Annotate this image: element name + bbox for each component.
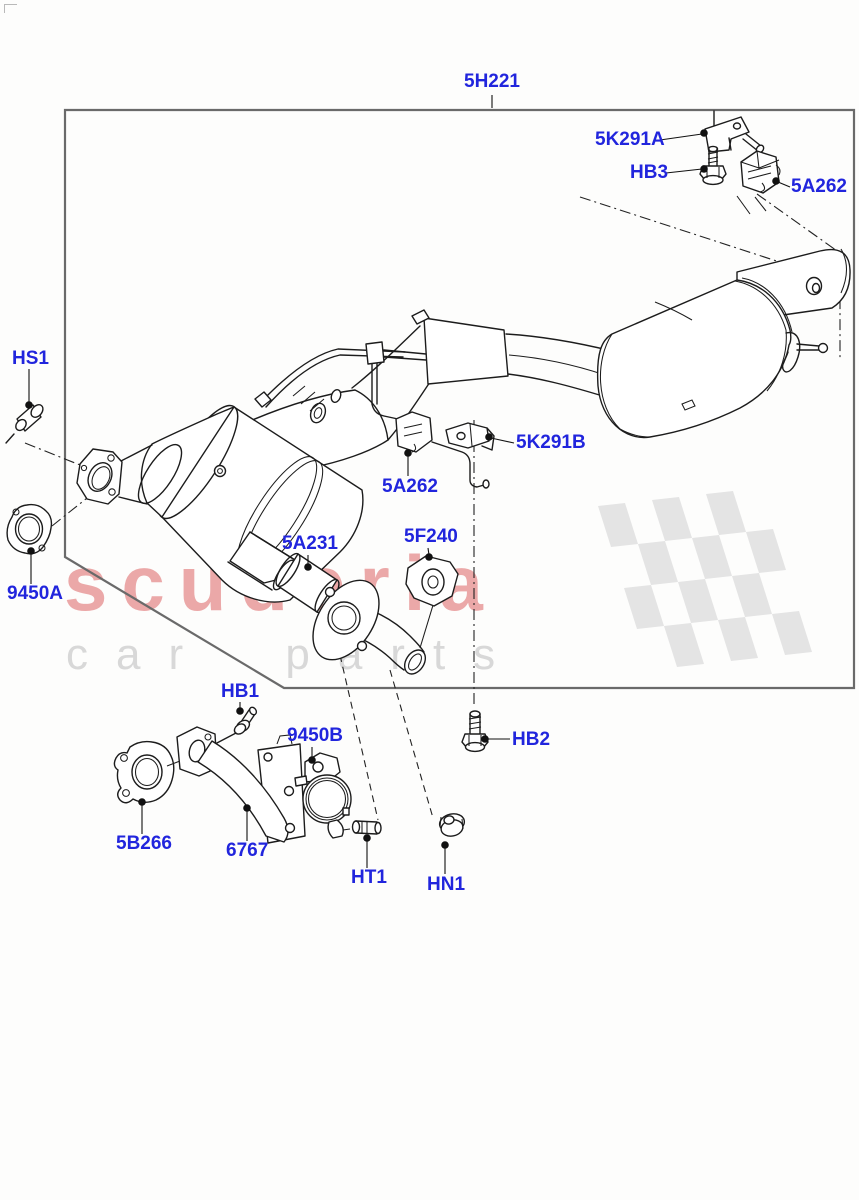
hs1-bolt xyxy=(5,404,44,444)
ht1-stud xyxy=(342,820,382,835)
part-label-HS1[interactable]: HS1 xyxy=(12,348,49,369)
gasket-5b266 xyxy=(113,740,181,804)
part-label-9450A[interactable]: 9450A xyxy=(7,583,63,604)
middle-hanger-assembly xyxy=(395,411,495,489)
page-corner-mark xyxy=(4,4,17,13)
part-label-HB2[interactable]: HB2 xyxy=(512,729,551,750)
bracket-6767 xyxy=(176,726,306,844)
catalytic-converter-drawing xyxy=(76,309,509,675)
gasket-9450a xyxy=(6,503,53,555)
part-label-5A262-mid[interactable]: 5A262 xyxy=(382,476,438,497)
part-label-9450B[interactable]: 9450B xyxy=(287,725,343,746)
watermark-checkered-flag xyxy=(598,491,812,667)
part-label-6767[interactable]: 6767 xyxy=(226,840,269,861)
part-label-5A231[interactable]: 5A231 xyxy=(282,533,338,554)
upper-hanger-assembly xyxy=(699,110,781,215)
leader-lines xyxy=(25,95,791,874)
part-label-5F240[interactable]: 5F240 xyxy=(404,526,458,547)
rear-silencer-drawing xyxy=(505,248,851,439)
hb1-bolt xyxy=(214,706,258,745)
part-label-5B266[interactable]: 5B266 xyxy=(116,833,172,854)
part-label-5K291A[interactable]: 5K291A xyxy=(595,129,665,150)
part-label-5K291B[interactable]: 5K291B xyxy=(516,432,586,453)
diagram-frame xyxy=(63,108,856,690)
gasket-9450b xyxy=(294,752,352,839)
part-label-5A262-upper[interactable]: 5A262 xyxy=(791,176,847,197)
hb2-bolt xyxy=(461,710,489,753)
hn1-nut xyxy=(438,813,466,837)
part-label-HB1[interactable]: HB1 xyxy=(221,681,260,702)
part-label-5H221[interactable]: 5H221 xyxy=(464,71,520,92)
part-label-HN1[interactable]: HN1 xyxy=(427,874,466,895)
part-label-HB3[interactable]: HB3 xyxy=(630,162,669,183)
part-label-HT1[interactable]: HT1 xyxy=(351,867,387,888)
